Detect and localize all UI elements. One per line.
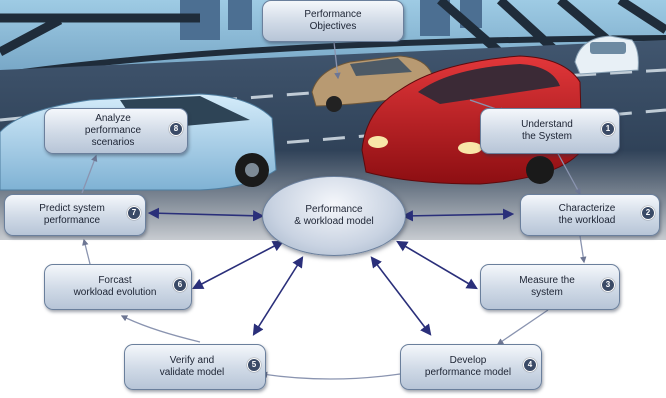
- stage-number-badge: 3: [601, 278, 615, 292]
- stage-measure-system: Measure the system 3: [480, 264, 620, 310]
- stage-label: Develop performance model: [424, 355, 512, 378]
- stage-analyze-performance-scenarios: Analyze performance scenarios 8: [44, 108, 188, 154]
- stage-label: Measure the system: [519, 275, 575, 298]
- stage-number-badge: 4: [523, 358, 537, 372]
- stage-number-badge: 5: [247, 358, 261, 372]
- performance-objectives-label: Performance Objectives: [304, 9, 362, 32]
- performance-workload-model: Performance & workload model: [262, 176, 406, 256]
- stage-verify-validate-model: Verify and validate model 5: [124, 344, 266, 390]
- stage-label: Characterize the workload: [558, 203, 616, 226]
- stage-characterize-workload: Characterize the workload 2: [520, 194, 660, 236]
- stage-number-badge: 8: [169, 122, 183, 136]
- stage-number-badge: 1: [601, 122, 615, 136]
- white-car: [574, 35, 639, 75]
- stage-label: Forcast workload evolution: [73, 275, 157, 298]
- performance-workload-model-label: Performance & workload model: [294, 204, 374, 227]
- stage-understand-system: Understand the System 1: [480, 108, 620, 154]
- stage-develop-performance-model: Develop performance model 4: [400, 344, 542, 390]
- stage-label: Understand the System: [521, 119, 573, 142]
- stage-label: Predict system performance: [39, 203, 105, 226]
- model-arrows: [147, 207, 515, 336]
- stage-label: Analyze performance scenarios: [84, 113, 142, 148]
- stage-forecast-workload-evolution: Forcast workload evolution 6: [44, 264, 192, 310]
- stage-label: Verify and validate model: [159, 355, 225, 378]
- stage-number-badge: 7: [127, 206, 141, 220]
- stage-number-badge: 6: [173, 278, 187, 292]
- stage-predict-system-performance: Predict system performance 7: [4, 194, 146, 236]
- performance-objectives-box: Performance Objectives: [262, 0, 404, 42]
- stage-number-badge: 2: [641, 206, 655, 220]
